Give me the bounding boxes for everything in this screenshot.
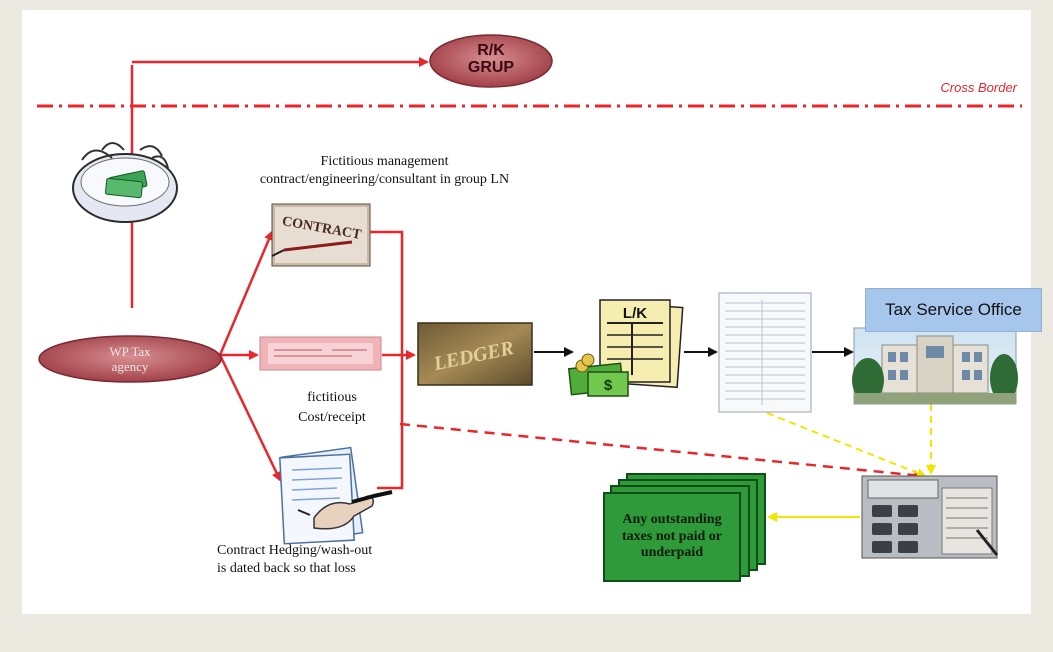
- diagram-panel: CONTRACT LEDGER L/K $: [22, 10, 1042, 614]
- fictitious-management-label: Fictitious management contract/engineeri…: [259, 154, 510, 187]
- tax-service-office-box: Tax Service Office: [865, 288, 1042, 332]
- cross-border-label: Cross Border: [940, 80, 1017, 95]
- fictitious-cost-label: fictitious Cost/receipt: [298, 390, 366, 425]
- tax-service-office-label: Tax Service Office: [885, 300, 1022, 319]
- ledger-book-icon: LEDGER: [417, 322, 533, 386]
- rk-group-label: R/K GRUP: [467, 42, 515, 76]
- yellow-arrows: [766, 392, 936, 522]
- contract-hedging-label: Contract Hedging/wash-out is dated back …: [217, 543, 373, 576]
- outstanding-taxes-label: Any outstanding taxes not paid or underp…: [622, 511, 722, 561]
- money-hands-icon: [72, 142, 178, 223]
- hand-signing-icon: [279, 446, 393, 545]
- rk-group-ellipse: [429, 34, 553, 88]
- wp-tax-agency-ellipse: [38, 335, 222, 383]
- outstanding-taxes-card: Any outstanding taxes not paid or underp…: [603, 492, 741, 582]
- tax-form-icon: [718, 292, 812, 413]
- lk-document-icon: L/K $: [567, 299, 684, 397]
- red-dashed-arrow: [399, 422, 924, 481]
- contract-document-icon: CONTRACT: [271, 203, 371, 267]
- office-building-icon: [852, 327, 1018, 405]
- dollar-sign: $: [604, 377, 613, 394]
- wp-tax-agency-label: WP Tax agency: [109, 344, 151, 374]
- lk-word: L/K: [623, 305, 647, 322]
- receipt-icon: [259, 336, 382, 371]
- calculator-icon: [861, 475, 999, 559]
